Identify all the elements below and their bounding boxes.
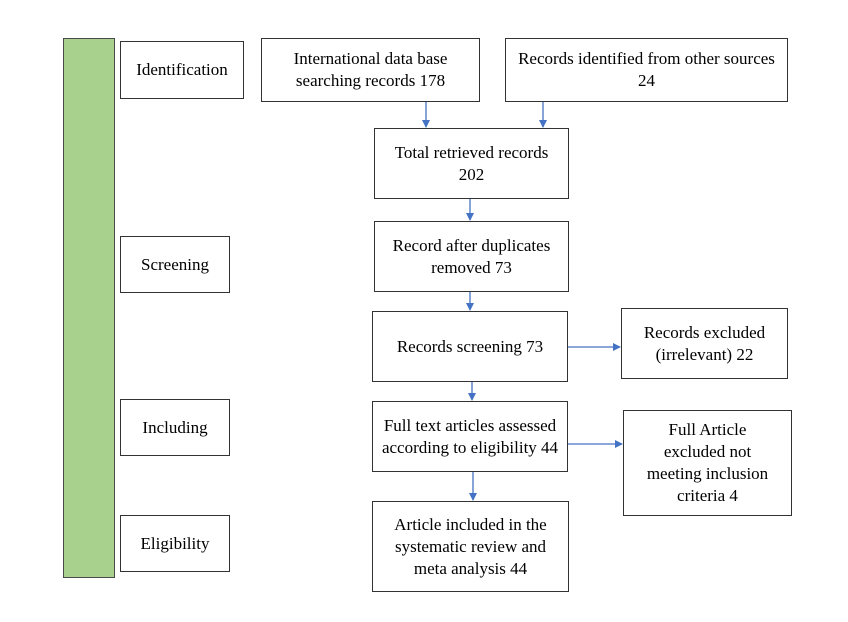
records-screening-box: Records screening 73: [372, 311, 568, 382]
records-excluded-box: Records excluded (irrelevant) 22: [621, 308, 788, 379]
full-text-assessed-box: Full text articles assessed according to…: [372, 401, 568, 472]
full-article-excluded-box: Full Article excluded not meeting inclus…: [623, 410, 792, 516]
article-included-box: Article included in the systematic revie…: [372, 501, 569, 592]
after-duplicates-box: Record after duplicates removed 73: [374, 221, 569, 292]
database-records-box: International data base searching record…: [261, 38, 480, 102]
other-sources-box: Records identified from other sources 24: [505, 38, 788, 102]
stage-side-bar: [63, 38, 115, 578]
stage-screening: Screening: [120, 236, 230, 293]
stage-eligibility: Eligibility: [120, 515, 230, 572]
total-retrieved-box: Total retrieved records 202: [374, 128, 569, 199]
stage-including: Including: [120, 399, 230, 456]
stage-identification: Identification: [120, 41, 244, 99]
